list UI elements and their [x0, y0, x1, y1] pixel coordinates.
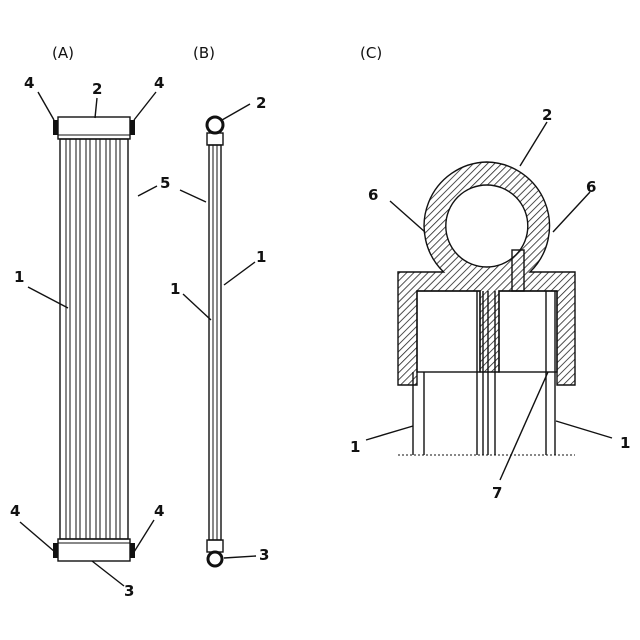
- panel-a: (A): [10, 44, 170, 600]
- panel-a-title: (A): [52, 44, 74, 62]
- panel-a-upper-header: [58, 117, 130, 139]
- panel-c-socket-left: [417, 291, 480, 372]
- panel-b-label-2: 2: [256, 94, 266, 112]
- panel-b-lower-collar: [207, 540, 223, 552]
- panel-a-label-2: 2: [92, 80, 102, 98]
- panel-a-tube-lines: [66, 139, 120, 539]
- panel-a-label-4-bl: 4: [10, 502, 20, 520]
- panel-a-lower-header: [58, 539, 130, 561]
- panel-a-label-4-tl: 4: [24, 74, 34, 92]
- panel-a-end-cap-tr: [130, 120, 135, 135]
- panel-a-label-3: 3: [124, 582, 134, 600]
- panel-c-label-2: 2: [542, 106, 552, 124]
- panel-b-upper-collar: [207, 133, 223, 145]
- panel-b-label-1-left: 1: [170, 280, 180, 298]
- panel-b-upper-header-ring: [207, 117, 223, 133]
- panel-b-title: (B): [193, 44, 215, 62]
- panel-a-label-4-tr: 4: [154, 74, 164, 92]
- panel-c: (C) 2 6 6 1: [350, 44, 630, 502]
- panel-c-socket-right: [499, 291, 557, 372]
- panel-c-header-wall: [398, 162, 575, 385]
- panel-b-lower-header-ring: [208, 552, 222, 566]
- panel-c-label-7: 7: [492, 484, 502, 502]
- panel-c-label-6-left: 6: [368, 186, 378, 204]
- panel-c-label-1-right: 1: [620, 434, 630, 452]
- panel-a-label-1: 1: [14, 268, 24, 286]
- panel-c-label-6-right: 6: [586, 178, 596, 196]
- panel-a-end-cap-tl: [53, 120, 58, 135]
- panel-b-label-1-right: 1: [256, 248, 266, 266]
- panel-c-label-1-left: 1: [350, 438, 360, 456]
- panel-c-title: (C): [360, 44, 382, 62]
- panel-b-label-3: 3: [259, 546, 269, 564]
- panel-a-label-5: 5: [160, 174, 170, 192]
- panel-a-label-4-br: 4: [154, 502, 164, 520]
- panel-b: (B) 2 1 1 3: [170, 44, 269, 566]
- panel-b-tube: [209, 145, 221, 540]
